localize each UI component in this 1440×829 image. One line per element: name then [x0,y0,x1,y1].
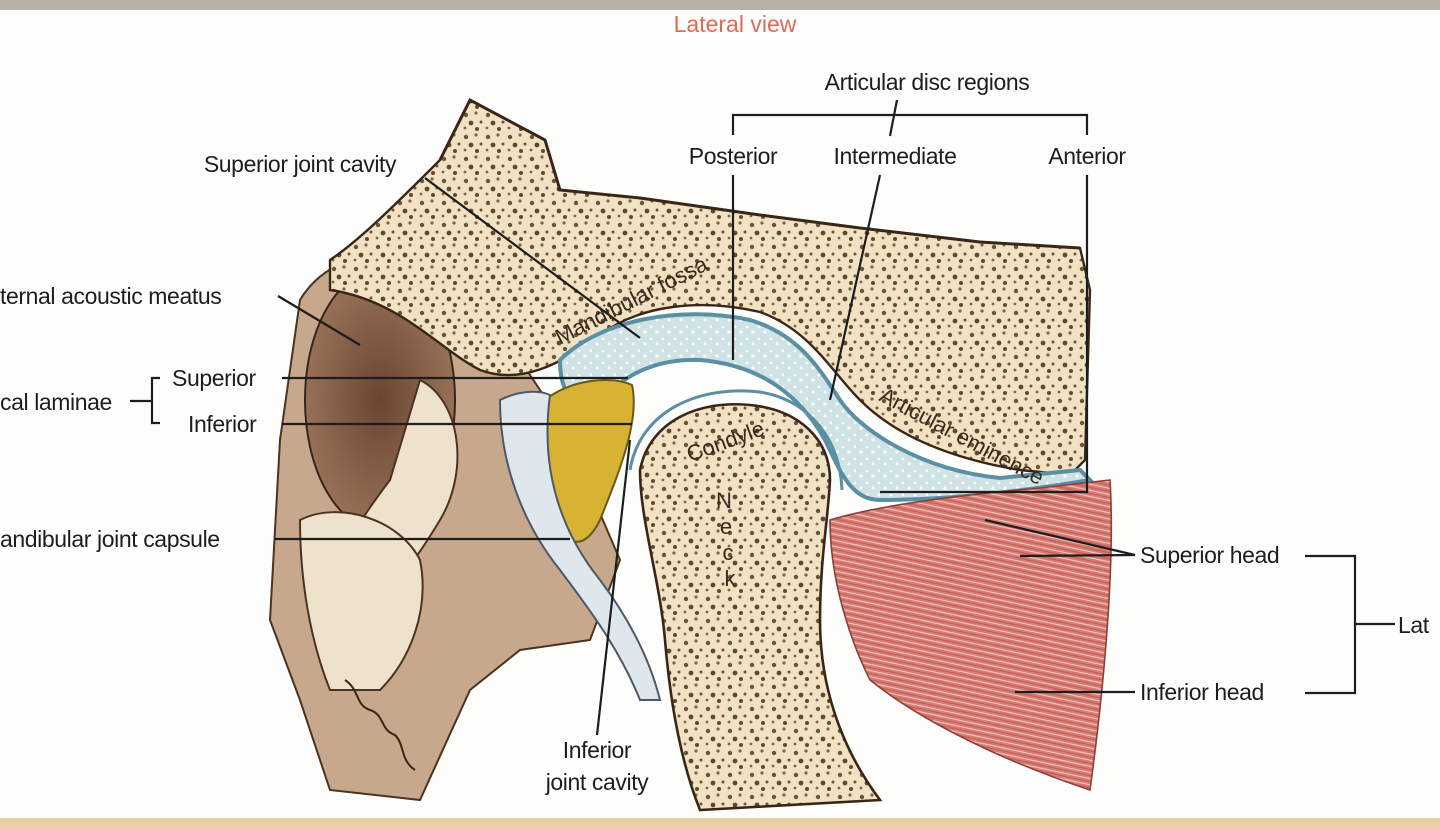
superior-joint-cavity-leader [424,177,641,339]
label-external-acoustic-meatus: ternal acoustic meatus [0,283,221,309]
view-title: Lateral view [674,11,797,37]
disc-regions-stem [888,99,899,137]
label-superior-joint-cavity: Superior joint cavity [204,151,397,177]
label-retrodiscal-laminae: cal laminae [0,389,112,415]
label-inferior-joint-cavity-2: joint cavity [545,769,649,795]
label-anterior: Anterior [1048,143,1126,169]
label-inferior-head: Inferior head [1140,679,1264,705]
label-superior-head: Superior head [1140,542,1279,568]
structure-neck-c: c [723,540,734,565]
disc-regions-bracket [731,113,1089,135]
label-intermediate: Intermediate [833,143,956,169]
top-strip [0,0,1440,10]
ear-lower [298,511,424,691]
temporal-bone-upper-cortex [438,97,1081,250]
bottom-strip [0,818,1440,829]
label-inferior-joint-cavity-1: Inferior [563,737,632,763]
superior-head-leader [984,518,1136,558]
label-joint-capsule: andibular joint capsule [0,526,220,552]
label-posterior: Posterior [689,143,778,169]
inferior-joint-cavity-line [628,389,844,491]
lateral-pterygoid-bracket [1305,554,1395,695]
structure-neck-e: e [720,514,732,539]
label-lateral-pterygoid: Lat [1398,612,1430,638]
label-inferior-lamina: Inferior [188,411,257,437]
anterior-leader [880,175,1089,494]
meatus-leader [277,295,361,346]
mandible-condyle [638,402,883,812]
structure-neck-k: k [725,566,737,591]
label-articular-disc-regions: Articular disc regions [825,69,1030,95]
lateral-pterygoid-muscle [829,479,1113,792]
label-superior-lamina: Superior [172,365,256,391]
intermediate-leader [828,174,882,401]
inferior-joint-cavity-leader [595,439,632,736]
laminae-bracket [130,376,160,425]
structure-neck-n: N [716,488,732,513]
artist-signature [344,679,416,771]
